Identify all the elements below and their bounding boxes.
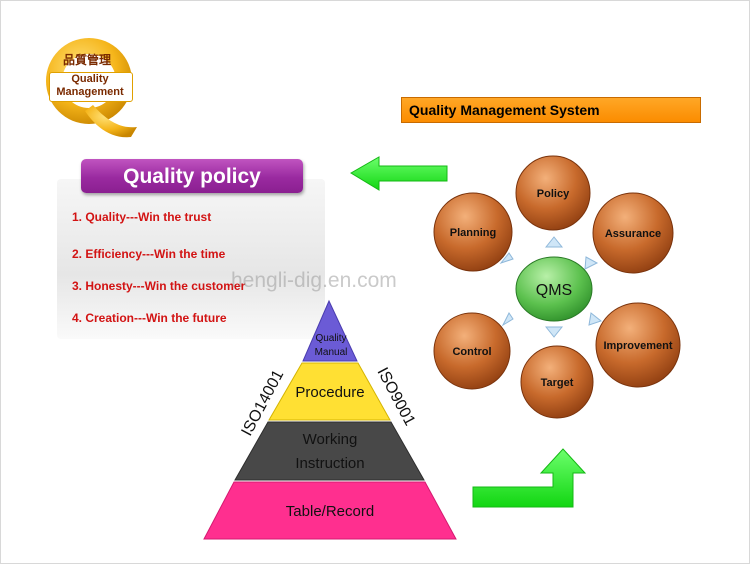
cycle-arrows xyxy=(499,236,603,338)
policy-item-3: 3. Honesty---Win the customer xyxy=(72,279,246,293)
logo-text-quality: Quality xyxy=(71,73,109,85)
pyramid-label-3b: Instruction xyxy=(295,455,364,472)
svg-text:Assurance: Assurance xyxy=(605,228,661,240)
policy-item-1: 1. Quality---Win the trust xyxy=(72,210,212,224)
pyramid-label-1b: Manual xyxy=(315,347,348,358)
logo-text-box xyxy=(49,72,133,102)
pyramid-level-2 xyxy=(268,362,391,421)
arrow-up-elbow-icon xyxy=(472,448,587,508)
qms-node-assurance: Assurance xyxy=(592,192,674,274)
policy-title-box: Quality policy xyxy=(81,159,303,193)
qms-center-node xyxy=(515,256,593,322)
qms-node-planning: Planning xyxy=(433,192,513,272)
qms-node-target: Target xyxy=(520,345,594,419)
pyramid-level-3 xyxy=(234,421,425,481)
qms-banner-title: Quality Management System xyxy=(409,102,600,118)
svg-text:Planning: Planning xyxy=(450,227,496,239)
document-pyramid xyxy=(203,299,457,540)
svg-text:Policy: Policy xyxy=(537,188,570,200)
qms-node-improvement: Improvement xyxy=(595,302,681,388)
policy-item-4: 4. Creation---Win the future xyxy=(72,311,227,325)
svg-text:Target: Target xyxy=(541,377,574,389)
svg-text:Control: Control xyxy=(452,346,491,358)
pyramid-label-2: Procedure xyxy=(295,384,364,401)
quality-management-logo: 品質管理 Quality Management xyxy=(41,29,141,144)
pyramid-level-4 xyxy=(203,481,457,540)
arrow-left-icon xyxy=(350,156,448,191)
svg-text:Improvement: Improvement xyxy=(603,340,672,352)
policy-title: Quality policy xyxy=(123,165,261,188)
qms-banner: Quality Management System xyxy=(401,97,701,123)
qms-center-label: QMS xyxy=(536,282,572,299)
logo-text-chinese: 品質管理 xyxy=(63,53,112,67)
pyramid-label-3a: Working xyxy=(303,431,358,448)
pyramid-label-4: Table/Record xyxy=(286,503,374,520)
pyramid-level-1 xyxy=(302,299,358,362)
policy-panel xyxy=(57,179,325,339)
policy-item-2: 2. Efficiency---Win the time xyxy=(72,247,226,261)
qms-node-control: Control xyxy=(433,312,511,390)
pyramid-label-1a: Quality xyxy=(315,333,346,344)
watermark: hengli-dig.en.com xyxy=(231,269,397,292)
logo-text-management: Management xyxy=(56,86,124,98)
qms-node-policy: Policy xyxy=(515,155,591,231)
